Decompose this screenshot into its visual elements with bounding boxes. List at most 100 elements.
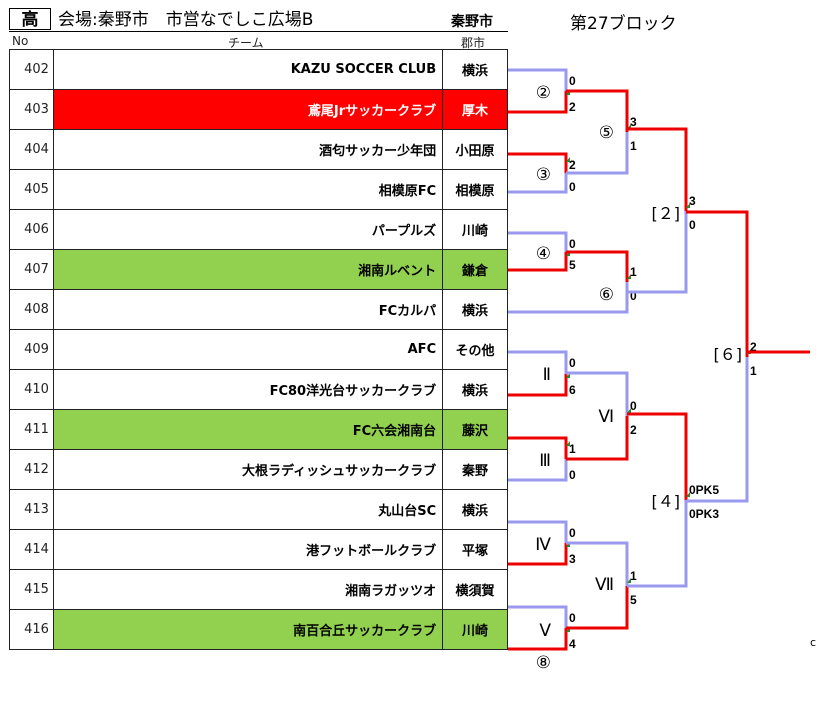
team-name: 丸山台SC — [52, 489, 444, 530]
team-name: 酒匂サッカー少年団 — [52, 129, 444, 170]
win-marker — [566, 441, 570, 446]
win-marker — [686, 492, 690, 497]
score-top: 0 — [569, 74, 576, 88]
win-marker — [627, 578, 631, 583]
team-city: 川崎 — [442, 209, 508, 250]
bracket-line — [566, 416, 629, 461]
team-number: 412 — [9, 449, 54, 490]
bracket-line — [508, 605, 568, 628]
match-label: Ⅳ — [535, 535, 551, 555]
bracket-line — [566, 371, 629, 416]
score-bottom: 0 — [689, 218, 696, 232]
score-top: 2 — [750, 340, 757, 354]
team-number: 405 — [9, 169, 54, 210]
score-bottom: 6 — [569, 383, 576, 397]
team-city: 平塚 — [442, 529, 508, 570]
team-name: 南百合丘サッカークラブ — [52, 609, 444, 650]
col-header-no: No — [12, 34, 29, 48]
bracket-line — [627, 500, 688, 588]
bracket-line — [566, 132, 629, 175]
bracket-line — [508, 173, 568, 194]
match-label: Ⅱ — [543, 365, 551, 385]
bracket-line — [508, 91, 568, 114]
match-label: ④ — [536, 244, 551, 264]
win-marker — [566, 157, 570, 162]
score-bottom: 0 — [569, 468, 576, 482]
score-top: 0 — [569, 237, 576, 251]
score-top: 1 — [630, 265, 637, 279]
col-header-city: 郡市 — [461, 36, 486, 50]
match-label: ⑥ — [599, 285, 614, 305]
team-number: 410 — [9, 369, 54, 410]
team-city: 横須賀 — [442, 569, 508, 610]
team-city: 秦野 — [442, 449, 508, 490]
category-badge: 高 — [9, 8, 51, 30]
score-top: 1 — [630, 569, 637, 583]
bracket-line — [686, 357, 749, 503]
score-bottom: 5 — [630, 593, 637, 607]
team-city: その他 — [442, 329, 508, 370]
team-city: 厚木 — [442, 89, 508, 130]
team-name: 大根ラディッシュサッカークラブ — [52, 449, 444, 490]
score-top: 0 — [569, 526, 576, 540]
bracket-line — [566, 89, 629, 132]
match-label: [２] — [652, 204, 681, 223]
team-name: 鳶尾Jrサッカークラブ — [52, 89, 444, 130]
score-top: 0 — [569, 611, 576, 625]
team-name: FC80洋光台サッカークラブ — [52, 369, 444, 410]
match-label: [６] — [714, 345, 743, 364]
bracket-line — [566, 586, 629, 630]
win-marker — [627, 408, 631, 413]
score-top: 0 — [630, 399, 637, 413]
team-name: FC六会湘南台 — [52, 409, 444, 450]
score-top: 3 — [689, 194, 696, 208]
host-city: 秦野市 — [451, 14, 493, 30]
team-number: 413 — [9, 489, 54, 530]
team-number: 403 — [9, 89, 54, 130]
team-number: 415 — [9, 569, 54, 610]
match-label: Ⅴ — [539, 621, 551, 641]
bracket-line — [508, 520, 568, 543]
score-bottom: 2 — [569, 100, 576, 114]
header-divider — [9, 31, 508, 32]
match-label: Ⅲ — [539, 451, 551, 471]
match-label: ⑤ — [599, 123, 614, 143]
bracket-line — [508, 350, 568, 374]
team-number: 416 — [9, 609, 54, 650]
team-number: 411 — [9, 409, 54, 450]
score-bottom: 1 — [750, 364, 757, 378]
win-marker — [627, 274, 631, 279]
team-city: 鎌倉 — [442, 249, 508, 290]
score-bottom: 2 — [630, 423, 637, 437]
score-bottom: 0 — [630, 289, 637, 303]
bracket-line — [566, 250, 629, 282]
match-label: Ⅵ — [598, 407, 614, 427]
match-label: [４] — [652, 492, 681, 511]
col-header-team: チーム — [228, 36, 264, 50]
team-number: 404 — [9, 129, 54, 170]
score-bottom: 0PK3 — [689, 507, 719, 521]
team-city: 相模原 — [442, 169, 508, 210]
team-city: 川崎 — [442, 609, 508, 650]
team-name: 港フットボールクラブ — [52, 529, 444, 570]
bracket-line — [566, 282, 629, 314]
score-bottom: 3 — [569, 552, 576, 566]
win-marker — [686, 203, 690, 208]
score-top: 0 — [569, 356, 576, 370]
score-top: 3 — [630, 115, 637, 129]
bracket-line — [508, 628, 568, 651]
match-label: ③ — [536, 165, 551, 185]
bracket-line — [627, 211, 688, 294]
bracket-line — [508, 231, 568, 252]
bracket-line — [686, 210, 749, 357]
